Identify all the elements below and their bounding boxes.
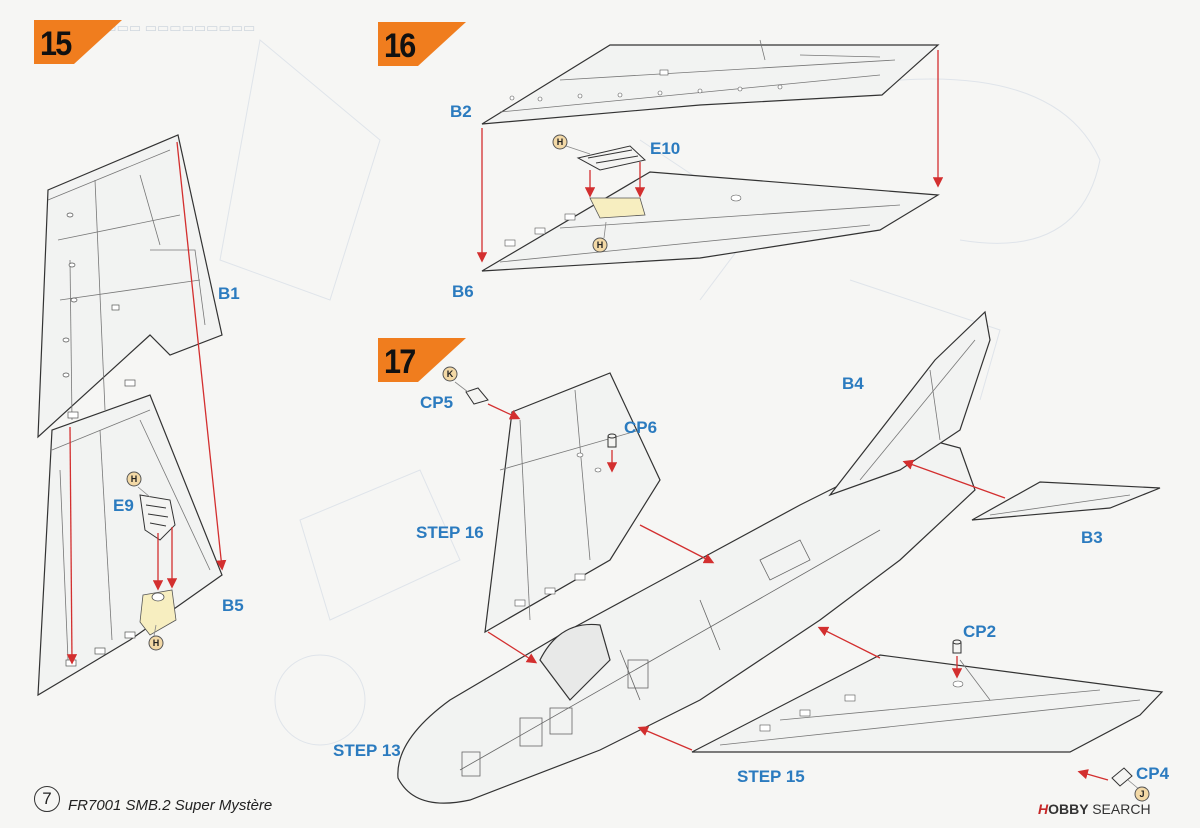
part-e9 <box>139 494 176 541</box>
fin-b4 <box>828 310 991 497</box>
marker-j: J <box>1134 786 1150 802</box>
step-number-15: 15 <box>40 25 72 63</box>
watermark-search: SEARCH <box>1092 801 1151 817</box>
marker-h-e9-top: H <box>126 471 142 487</box>
tailplane-b2 <box>481 39 940 125</box>
label-b3: B3 <box>1081 528 1103 547</box>
marker-h-e9-bottom: H <box>148 635 164 651</box>
ghost-text: ▭▭▭▭ ▭▭▭▭▭▭▭▭▭ <box>92 20 256 35</box>
watermark-logo-mark: H <box>1038 801 1049 817</box>
label-b1: B1 <box>218 284 240 303</box>
step-badge-16: 16 <box>378 22 466 66</box>
arrow-cp4 <box>1077 769 1109 781</box>
kit-title: FR7001 SMB.2 Super Mystère <box>68 797 273 814</box>
arrow-wing-left-rear <box>639 524 715 564</box>
part-cp4 <box>1111 767 1133 787</box>
watermark-hobby: OBBY <box>1048 801 1089 817</box>
part-cp5 <box>465 387 489 405</box>
wing-b5 <box>37 394 223 697</box>
watermark: HOBBY SEARCH <box>1038 801 1151 817</box>
ref-step13: STEP 13 <box>333 741 401 760</box>
arrow-wing-left-front <box>487 631 538 664</box>
label-e9: E9 <box>113 496 134 515</box>
label-cp4: CP4 <box>1136 764 1170 783</box>
part-e9-installed <box>139 589 177 636</box>
wing-b1 <box>37 134 223 439</box>
ref-step16: STEP 16 <box>416 523 484 542</box>
label-cp2: CP2 <box>963 622 997 641</box>
step-number-16: 16 <box>384 27 416 65</box>
label-b6: B6 <box>452 282 474 301</box>
wing-step15 <box>691 654 1164 753</box>
label-e10: E10 <box>650 139 681 158</box>
label-cp6: CP6 <box>624 418 658 437</box>
background-ghost-drawing <box>219 39 1101 746</box>
label-cp5: CP5 <box>420 393 454 412</box>
part-cp2 <box>952 639 962 654</box>
label-b4: B4 <box>842 374 864 393</box>
marker-h-e9-bottom-text: H <box>153 638 160 648</box>
part-cp6 <box>607 433 617 448</box>
marker-k-text: K <box>447 369 454 379</box>
marker-h-e10-top-text: H <box>557 137 564 147</box>
page-number: 7 <box>34 786 60 812</box>
arrow-wing-right-rear <box>817 626 881 659</box>
tailplane-b3 <box>971 481 1161 521</box>
marker-h-e10-bottom-text: H <box>597 240 604 250</box>
arrow-wing-right-front <box>637 726 693 751</box>
marker-h-e9-top-text: H <box>131 474 138 484</box>
label-b5: B5 <box>222 596 244 615</box>
arrow-cp5 <box>487 403 521 420</box>
marker-h-e10-top: H <box>552 134 568 150</box>
step-badge-17: 17 <box>378 338 466 382</box>
marker-k: K <box>442 366 458 382</box>
step-number-17: 17 <box>384 343 416 381</box>
fuselage <box>397 439 976 804</box>
arrow-b1-b5-left <box>66 426 78 665</box>
step-badge-15: 15 <box>34 20 122 64</box>
ref-step15: STEP 15 <box>737 767 805 786</box>
arrow-b3 <box>902 459 1006 499</box>
label-b2: B2 <box>450 102 472 121</box>
arrow-b1-b5-right <box>176 141 227 571</box>
marker-h-e10-bottom: H <box>592 237 608 253</box>
marker-j-text: J <box>1139 789 1144 799</box>
part-e10 <box>576 145 647 171</box>
